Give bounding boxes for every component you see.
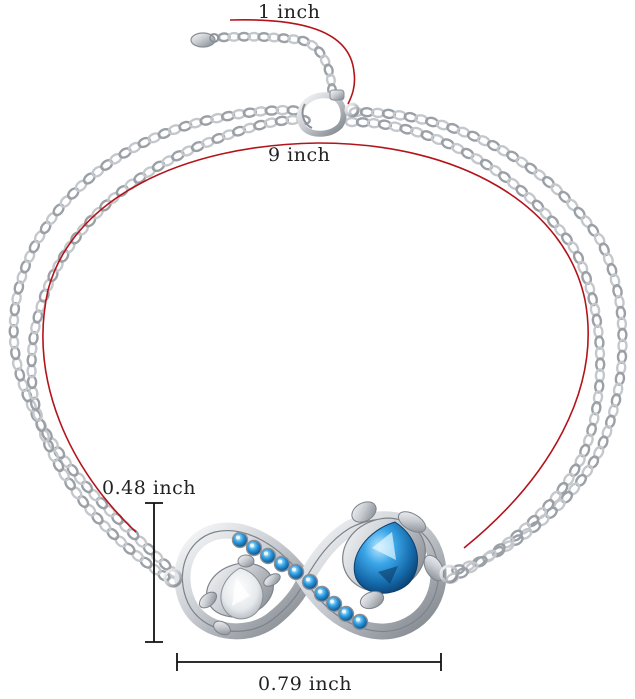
stone-highlight: [342, 609, 346, 614]
chain-link: [76, 222, 90, 236]
blue-stone: [273, 555, 291, 573]
chain-link: [560, 232, 574, 246]
blue-stone: [313, 585, 331, 603]
stone-highlight: [292, 567, 296, 572]
chain-length-label: 9 inch: [268, 144, 330, 166]
chain-link: [150, 550, 164, 564]
blue-stone: [231, 531, 249, 549]
chain-link: [560, 490, 574, 504]
height-measure: [145, 502, 163, 643]
blue-stone: [301, 573, 319, 591]
chain-link: [91, 165, 105, 178]
chain-link: [52, 203, 65, 217]
chain-link: [483, 549, 497, 562]
chain-link: [542, 498, 555, 512]
chain-link: [566, 198, 579, 212]
chain-link: [39, 220, 52, 235]
stone-highlight: [264, 551, 268, 556]
blue-stone-band: [231, 531, 369, 631]
chain-link: [53, 446, 66, 460]
chain-link: [549, 490, 562, 504]
extender-length-label: 1 inch: [258, 1, 320, 23]
chain-link: [134, 535, 148, 548]
stone-highlight: [330, 599, 334, 604]
blue-stone: [245, 539, 263, 557]
blue-stone: [325, 595, 343, 613]
blue-stone: [259, 547, 277, 565]
chain-link: [506, 177, 520, 190]
chain-link: [474, 555, 488, 568]
pendant-height-label: 0.48 inch: [102, 477, 196, 499]
stone-highlight: [236, 535, 240, 540]
chain-link: [531, 199, 545, 213]
chain-link: [492, 543, 506, 556]
chain-link: [122, 542, 136, 555]
chain-link: [518, 522, 532, 535]
chain-link: [573, 206, 586, 220]
chain-link: [69, 231, 83, 245]
chain-link: [581, 464, 594, 478]
extender-measure-arc: [229, 18, 356, 105]
chain-link: [100, 159, 114, 171]
chain-link: [82, 172, 96, 185]
extender-chain: [207, 31, 338, 97]
chain-link: [106, 527, 120, 541]
chain-link: [114, 535, 128, 548]
blue-stone: [351, 613, 369, 631]
bracelet-chain: [8, 104, 628, 588]
chain-link: [580, 215, 593, 229]
chain-link: [77, 495, 90, 509]
chain-link: [314, 46, 326, 59]
chain-link: [541, 175, 555, 189]
chain-link: [515, 156, 529, 169]
infinity-pendant: [163, 501, 459, 640]
chain-link: [74, 179, 88, 193]
chain-link: [515, 184, 529, 198]
chain-link: [587, 455, 600, 469]
lobster-clasp: [296, 89, 360, 137]
extender-tag: [190, 32, 219, 48]
chain-link: [91, 511, 104, 525]
pendant-width-label: 0.79 inch: [258, 673, 352, 695]
chain-measure-arc: [42, 142, 589, 549]
chain-link: [45, 212, 58, 226]
stone-highlight: [250, 543, 254, 548]
chain-link: [98, 519, 112, 533]
chain-link: [133, 172, 147, 184]
chain-link: [489, 164, 503, 177]
chain-link: [524, 162, 538, 175]
chain-link: [550, 183, 564, 196]
chain-link: [534, 506, 548, 520]
chain-link: [587, 223, 600, 237]
chain-link: [558, 190, 571, 204]
chain-link: [306, 39, 319, 52]
chain-link: [109, 152, 123, 165]
chain-link: [533, 169, 547, 182]
stone-highlight: [278, 559, 282, 564]
chain-link: [66, 187, 80, 200]
right-turtle: [342, 501, 445, 610]
width-measure: [176, 653, 442, 671]
left-turtle: [198, 554, 281, 636]
stone-highlight: [318, 589, 322, 594]
chain-link: [84, 503, 97, 517]
chain-link: [526, 514, 540, 528]
chain-link: [139, 556, 153, 569]
chain-link: [523, 191, 537, 205]
stone-highlight: [356, 617, 360, 622]
chain-link: [70, 486, 83, 500]
chain-link: [88, 488, 101, 502]
chain-link: [59, 195, 72, 208]
chain-link: [479, 158, 494, 171]
chain-link: [498, 171, 512, 184]
stone-highlight: [306, 577, 310, 582]
blue-stone: [287, 563, 305, 581]
chain-link: [131, 549, 145, 563]
blue-stone: [337, 605, 355, 623]
